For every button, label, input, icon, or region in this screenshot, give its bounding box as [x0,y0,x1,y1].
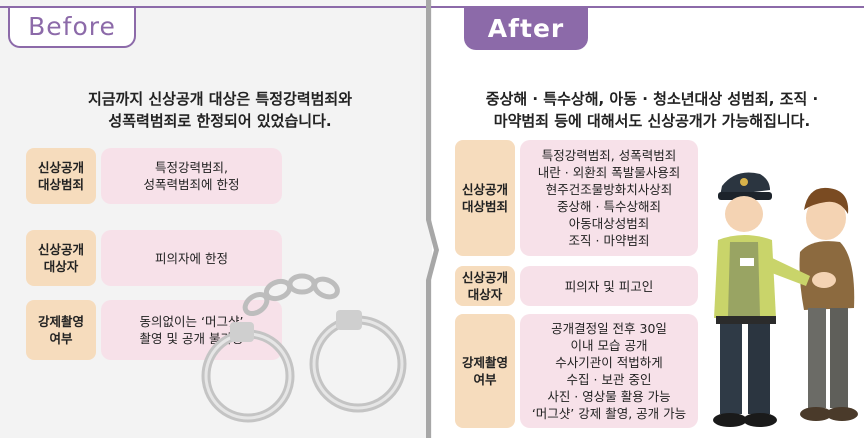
top-accent-line [0,6,864,8]
row-content: 피의자 및 피고인 [520,266,698,306]
row-content: 피의자에 한정 [101,230,282,286]
police-officer-escorting-suspect-image [713,172,858,427]
handcuffs-image [201,273,407,423]
police-officer-figure [713,172,810,427]
chevron-divider [426,0,439,438]
row-content: 특정강력범죄, 성폭력범죄에 한정 [101,148,282,204]
suspect-figure [799,187,858,421]
after-tag: After [464,8,588,50]
before-panel [0,0,432,438]
row-content: 특정강력범죄, 성폭력범죄 내란 · 외환죄 폭발물사용죄 현주건조물방화치사상… [520,140,698,256]
before-heading-line: 지금까지 신상공개 대상은 특정강력범죄와 [87,90,353,108]
after-heading-line: 마약범죄 등에 대해서도 신상공개가 가능해집니다. [493,112,811,130]
after-heading-line: 중상해 · 특수상해, 아동 · 청소년대상 성범죄, 조직 · [485,90,819,108]
before-tag: Before [8,8,136,48]
after-heading: 중상해 · 특수상해, 아동 · 청소년대상 성범죄, 조직 · 마약범죄 등에… [440,88,864,132]
before-heading-line: 성폭력범죄로 한정되어 있었습니다. [108,112,332,130]
row-content: 공개결정일 전후 30일 이내 모습 공개 수사기관이 적법하게 수집 · 보관… [520,314,698,428]
before-heading: 지금까지 신상공개 대상은 특정강력범죄와 성폭력범죄로 한정되어 있었습니다. [30,88,410,132]
